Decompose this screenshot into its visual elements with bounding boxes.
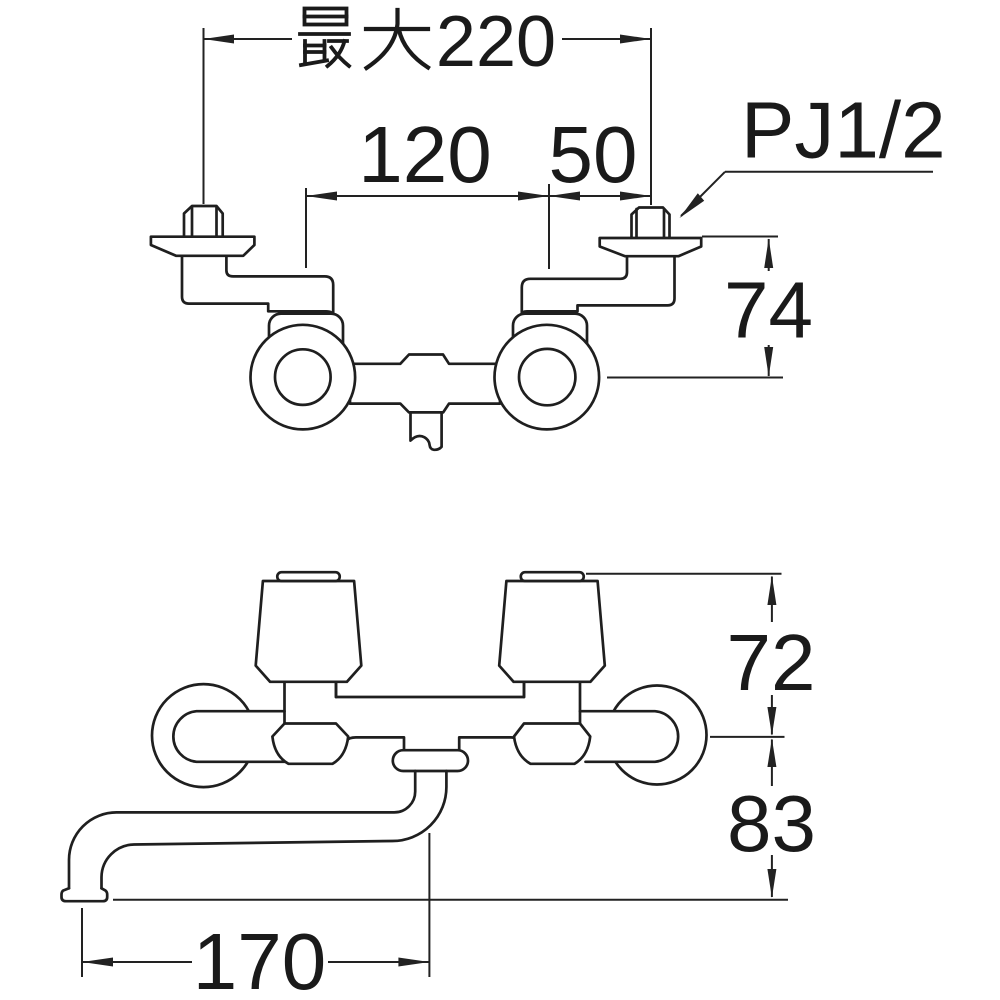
svg-text:PJ1/2: PJ1/2 [741,86,946,175]
svg-text:220: 220 [436,2,556,82]
svg-text:170: 170 [193,917,326,1000]
svg-text:83: 83 [727,779,816,868]
svg-text:72: 72 [727,618,816,707]
svg-text:50: 50 [549,110,638,199]
svg-text:120: 120 [358,110,491,199]
svg-text:74: 74 [724,266,813,355]
